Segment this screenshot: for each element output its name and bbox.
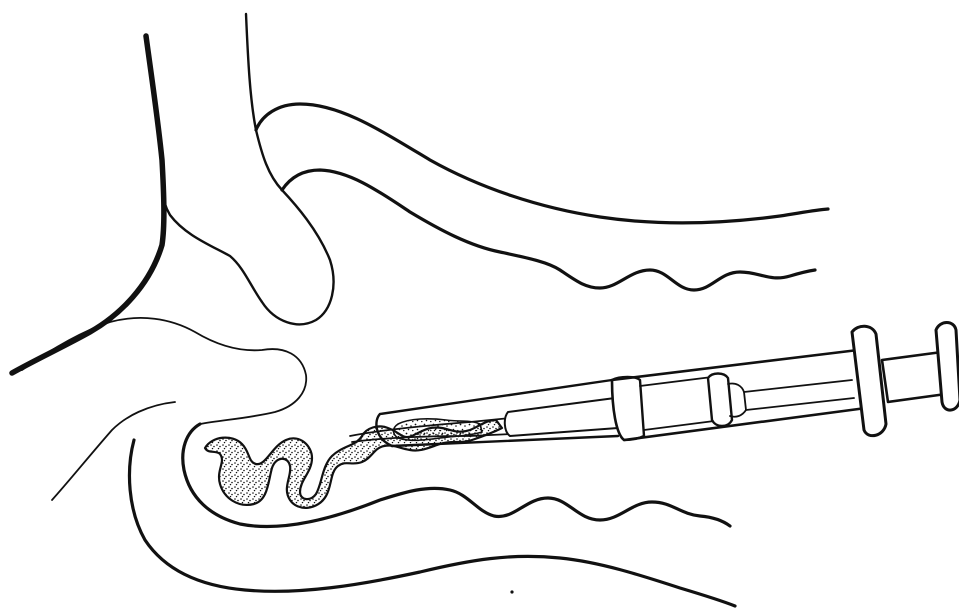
gingiva-lower-left	[52, 402, 175, 500]
crown-upper-outline	[256, 104, 828, 223]
syringe	[350, 323, 959, 447]
syringe-finger-flange	[852, 326, 886, 435]
upper-structure-outline	[163, 14, 334, 324]
syringe-inner-tube	[505, 398, 618, 436]
soft-tissue-line	[22, 318, 306, 424]
crown-lower-outline	[282, 170, 815, 290]
syringe-plunger-seal	[708, 374, 732, 427]
stray-mark	[510, 590, 513, 593]
syringe-thumb-rest	[936, 323, 959, 411]
syringe-plunger-stem	[882, 352, 946, 402]
outer-contour-heavy	[12, 36, 164, 373]
syringe-main-body	[612, 350, 866, 440]
